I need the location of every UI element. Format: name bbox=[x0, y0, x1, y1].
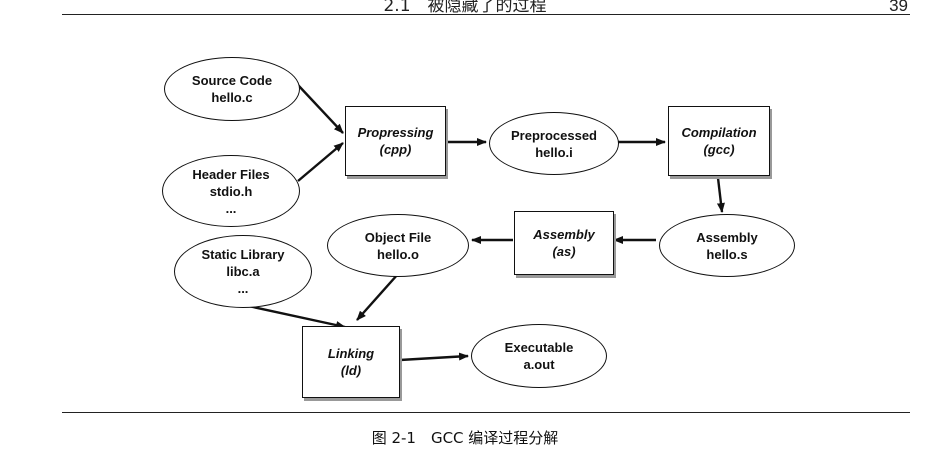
node-header-files-ellipsis: ... bbox=[225, 200, 237, 216]
page-number: 39 bbox=[889, 0, 908, 15]
running-header-title: 2.1 被隐藏了的过程 bbox=[383, 0, 547, 16]
node-object-file-title: Object File bbox=[364, 229, 432, 245]
node-executable-file: a.out bbox=[523, 357, 555, 372]
node-executable-title: Executable bbox=[504, 340, 574, 355]
node-preprocessing: Propressing (cpp) bbox=[345, 106, 446, 176]
node-linking-tool: (ld) bbox=[340, 363, 362, 378]
edge-source-to-preprocessing bbox=[297, 84, 344, 134]
node-static-library-title: Static Library bbox=[201, 247, 285, 262]
node-assembly-step-tool: (as) bbox=[552, 244, 576, 259]
edge-compilation-to-assembly-file bbox=[716, 177, 725, 213]
node-executable: Executable a.out bbox=[471, 324, 607, 388]
node-preprocessed: Preprocessed hello.i bbox=[489, 112, 619, 175]
node-source-code-title: Source Code bbox=[191, 73, 273, 88]
node-preprocessing-title: Propressing bbox=[357, 125, 434, 140]
header-rule bbox=[62, 14, 910, 15]
node-object-file: Object File hello.o bbox=[327, 214, 469, 277]
node-preprocessing-tool: (cpp) bbox=[379, 142, 412, 157]
node-header-files: Header Files stdio.h ... bbox=[162, 155, 300, 227]
node-preprocessed-file: hello.i bbox=[535, 144, 573, 160]
node-static-library-ellipsis: ... bbox=[237, 281, 249, 296]
node-compilation-tool: (gcc) bbox=[703, 142, 735, 157]
node-header-files-title: Header Files bbox=[192, 166, 270, 182]
node-source-code: Source Code hello.c bbox=[164, 57, 300, 121]
edge-linking-to-executable bbox=[399, 352, 469, 362]
node-assembly-file: Assembly hello.s bbox=[659, 214, 795, 277]
edge-object-file-to-linking bbox=[356, 273, 399, 321]
figure-caption: 图 2-1 GCC 编译过程分解 bbox=[371, 429, 559, 447]
node-header-files-file: stdio.h bbox=[209, 183, 253, 199]
node-source-code-file: hello.c bbox=[211, 90, 253, 105]
node-static-library-file: libc.a bbox=[226, 264, 260, 279]
node-assembly-file-title: Assembly bbox=[696, 229, 758, 245]
node-linking-title: Linking bbox=[327, 346, 375, 361]
edge-header-to-preprocessing bbox=[297, 142, 344, 182]
node-assembly-step-title: Assembly bbox=[533, 227, 595, 242]
node-compilation-title: Compilation bbox=[681, 125, 757, 140]
node-object-file-file: hello.o bbox=[377, 246, 419, 262]
node-assembly-file-file: hello.s bbox=[706, 246, 748, 262]
node-linking: Linking (ld) bbox=[302, 326, 400, 398]
node-preprocessed-title: Preprocessed bbox=[511, 127, 597, 143]
node-static-library: Static Library libc.a ... bbox=[174, 235, 312, 308]
caption-rule bbox=[62, 412, 910, 413]
node-assembly-step: Assembly (as) bbox=[514, 211, 614, 275]
node-compilation: Compilation (gcc) bbox=[668, 106, 770, 176]
